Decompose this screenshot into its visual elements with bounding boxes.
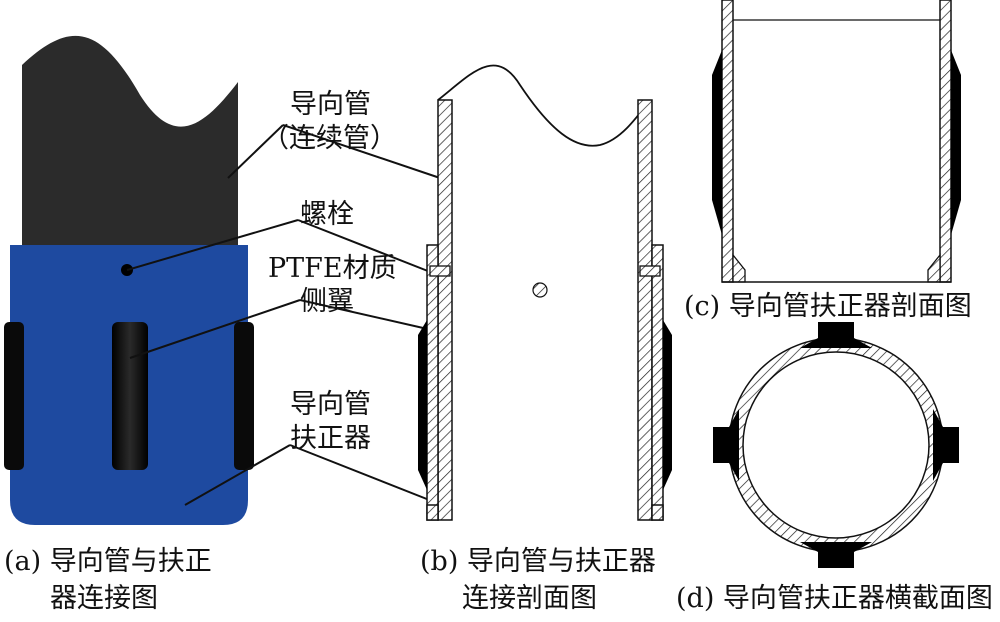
caption-a-line1: (a) 导向管与扶正 xyxy=(4,546,212,577)
caption-d: (d) 导向管扶正器横截面图 xyxy=(676,583,993,614)
pipe-wall-right xyxy=(637,99,653,521)
caption-a-line2: 器连接图 xyxy=(50,583,158,614)
d-inner-ring xyxy=(742,351,930,539)
caption-b-line1: (b) 导向管与扶正器 xyxy=(420,546,656,577)
wing-section-left xyxy=(418,320,427,490)
centralizer-bottom-r xyxy=(651,504,664,521)
label-coiled-tubing: （连续管） xyxy=(262,123,397,154)
centralizer-bottom xyxy=(426,504,439,521)
view-b-section xyxy=(418,64,672,521)
pipe-wall-left xyxy=(437,99,453,521)
view-a-connection xyxy=(4,35,254,525)
label-ptfe-wing-line2: 侧翼 xyxy=(300,286,354,317)
ptfe-wing-right xyxy=(234,322,254,470)
bolt-right xyxy=(639,265,661,277)
d-wing-left xyxy=(713,409,739,481)
label-ptfe-wing-line1: PTFE材质 xyxy=(268,253,397,284)
caption-b-line2: 连接剖面图 xyxy=(462,583,597,614)
label-centralizer-line1: 导向管 xyxy=(290,389,371,420)
centralizer-wall-right xyxy=(651,244,664,521)
view-d-cross-section xyxy=(713,322,959,568)
c-wing-left xyxy=(712,50,722,235)
leader-lines xyxy=(126,124,443,506)
c-lip-right xyxy=(927,253,941,283)
caption-c: (c) 导向管扶正器剖面图 xyxy=(684,291,972,322)
d-wing-right xyxy=(933,409,959,481)
d-wing-top xyxy=(800,322,872,348)
c-wing-right xyxy=(951,50,961,235)
d-wing-bottom xyxy=(800,542,872,568)
c-wall-right xyxy=(939,0,952,283)
guide-pipe-body xyxy=(22,35,238,248)
label-bolt: 螺栓 xyxy=(300,199,354,230)
view-c-section xyxy=(712,0,961,283)
label-guide-pipe: 导向管 xyxy=(290,89,371,120)
c-lip-left xyxy=(732,253,746,283)
bolt-hole xyxy=(532,282,548,298)
bolt-left xyxy=(429,265,451,277)
centralizer-wall-left xyxy=(426,244,439,521)
ptfe-wing-left xyxy=(4,322,24,470)
pipe-cut-edge xyxy=(437,64,651,147)
wing-section-right xyxy=(663,320,672,490)
c-wall-left xyxy=(721,0,734,283)
ptfe-wing-center xyxy=(112,322,148,470)
label-centralizer-line2: 扶正器 xyxy=(290,423,371,454)
